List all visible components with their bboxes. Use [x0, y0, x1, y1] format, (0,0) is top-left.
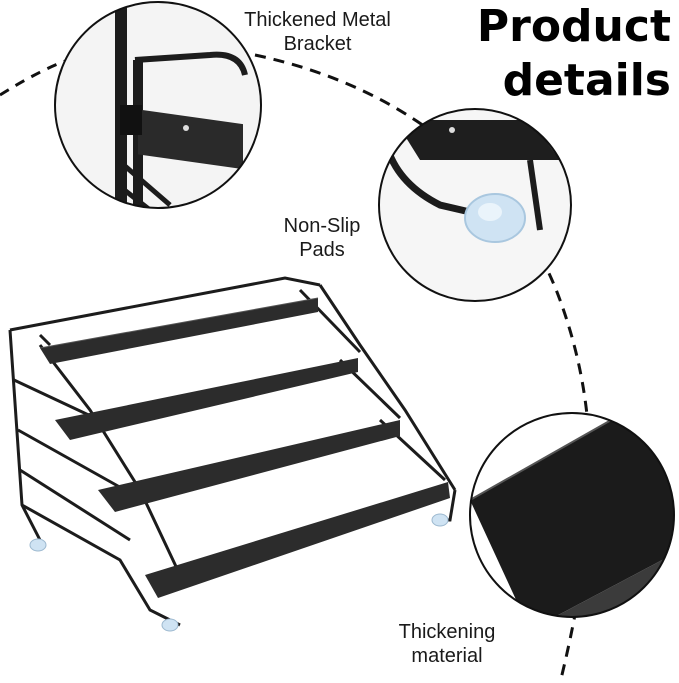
- rack-pad-front: [161, 618, 179, 632]
- callout-pads-line-1: Non-Slip: [283, 215, 361, 237]
- shelf-tier-4: [145, 482, 450, 598]
- callout-pads-line-2: Pads: [299, 239, 345, 261]
- callout-material: Thickening material: [382, 620, 512, 668]
- callout-material-line-2: material: [411, 645, 483, 667]
- zoom-circle-pads: [378, 108, 572, 302]
- zoom-circle-bracket: [54, 1, 262, 209]
- shelf-tier-3: [98, 420, 400, 512]
- dashed-guide-curve-left: [0, 58, 69, 97]
- callout-bracket-line-1: Thickened Metal: [244, 9, 391, 31]
- title-line-1: Product: [476, 1, 671, 52]
- shelf-tier-1: [39, 297, 319, 364]
- zoom-circle-material: [469, 412, 675, 618]
- shelf-rack: [8, 276, 457, 627]
- callout-bracket-line-2: Bracket: [283, 33, 352, 55]
- callout-bracket: Thickened Metal Bracket: [225, 8, 410, 56]
- shelf-tier-2: [55, 358, 358, 440]
- page-title: Product details: [477, 0, 671, 108]
- rack-pad-right: [431, 513, 449, 527]
- callout-pads: Non-Slip Pads: [262, 214, 382, 262]
- title-line-2: details: [502, 55, 671, 106]
- rack-pad-left: [29, 538, 47, 552]
- callout-material-line-1: Thickening: [398, 621, 496, 643]
